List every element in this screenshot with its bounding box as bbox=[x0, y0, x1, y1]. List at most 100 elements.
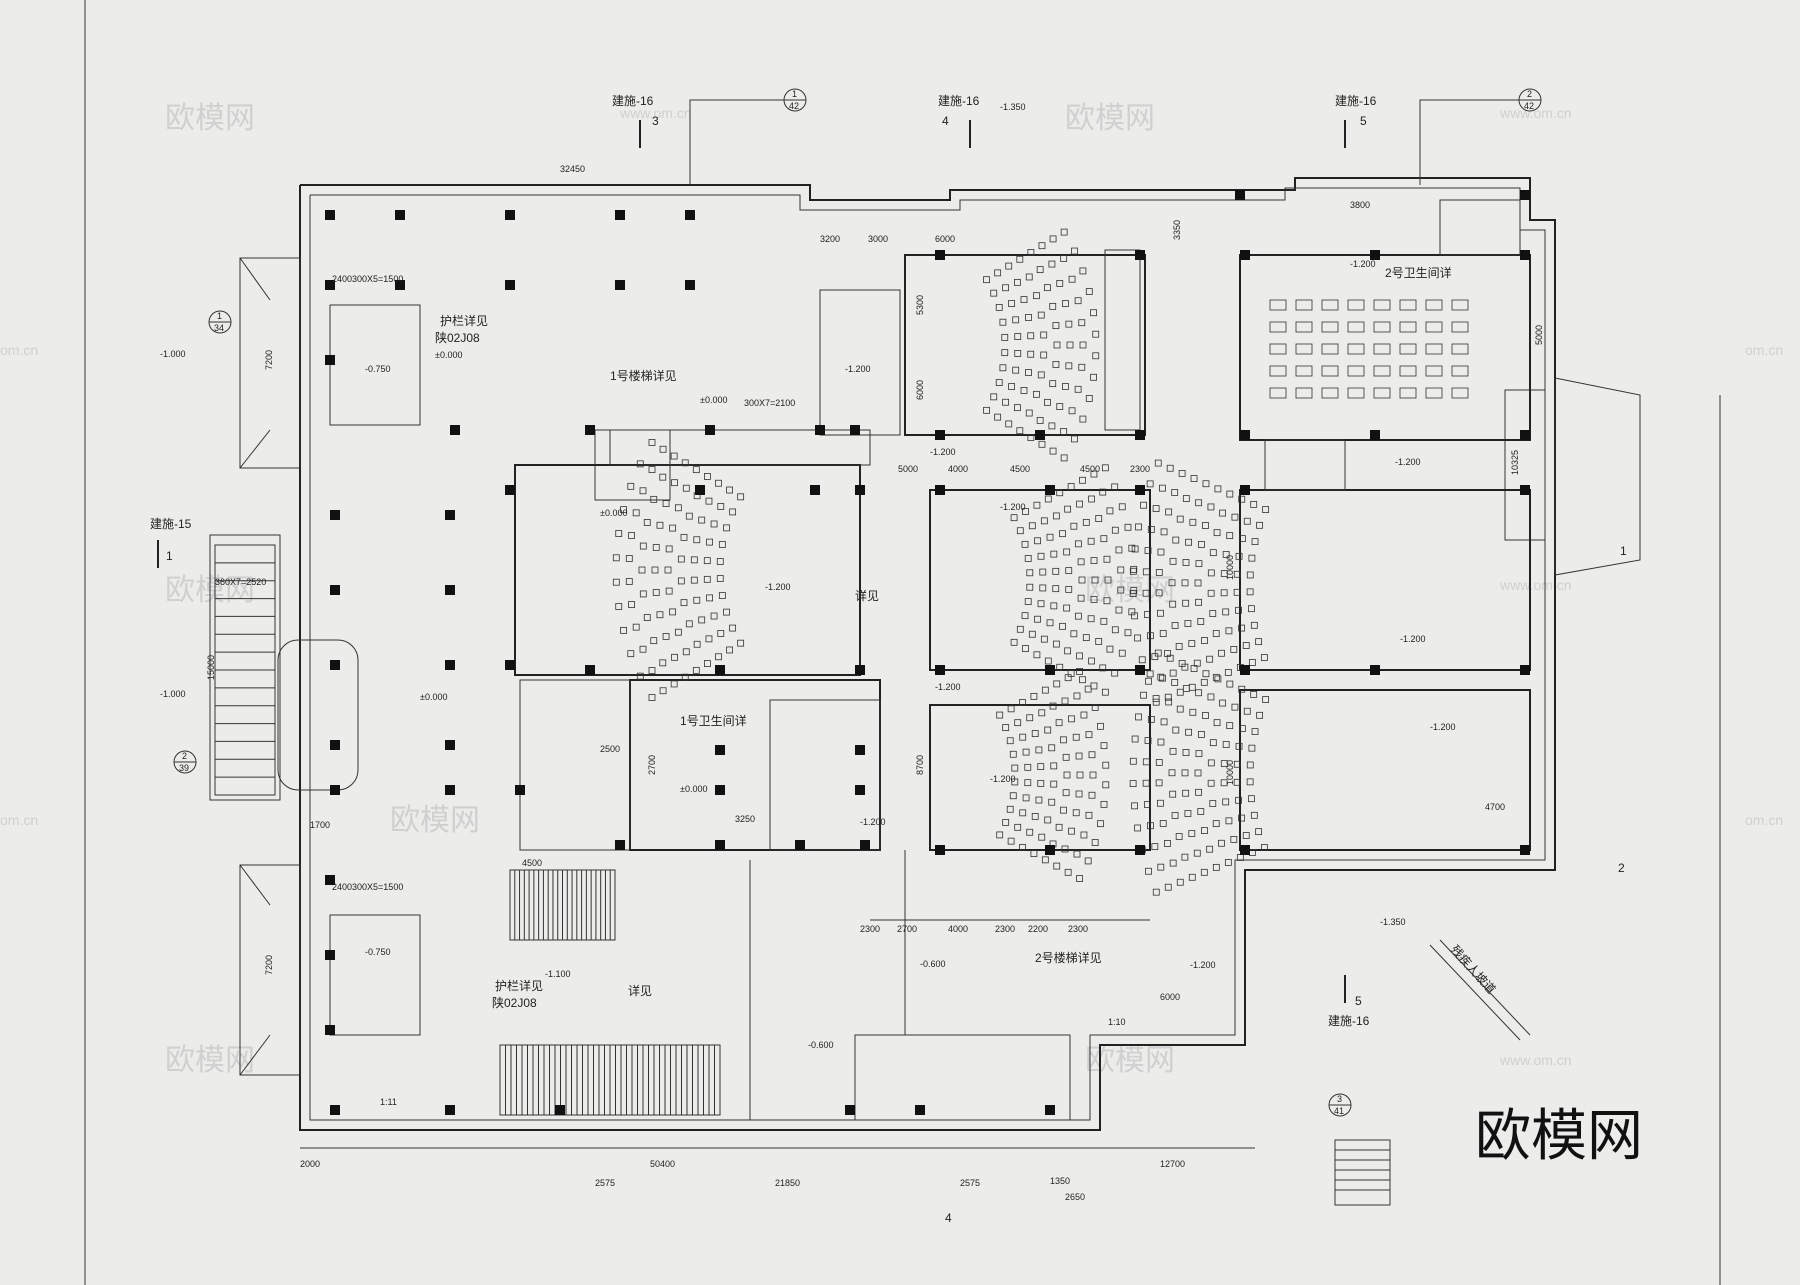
structural-column bbox=[855, 785, 865, 795]
escalator-north bbox=[509, 869, 616, 941]
auditorium-seat bbox=[1248, 795, 1255, 803]
structural-column bbox=[1135, 845, 1145, 855]
classroom-desk bbox=[1295, 365, 1313, 377]
dimension-text: 1:10 bbox=[1108, 1017, 1126, 1027]
auditorium-seat bbox=[1037, 311, 1045, 319]
auditorium-seat bbox=[1040, 517, 1048, 525]
structural-column bbox=[325, 210, 335, 220]
auditorium-seat bbox=[1225, 817, 1233, 825]
auditorium-seat bbox=[1053, 680, 1061, 688]
auditorium-seat bbox=[664, 566, 672, 574]
auditorium-seat bbox=[1070, 522, 1078, 530]
structural-column bbox=[1240, 845, 1250, 855]
auditorium-seat bbox=[1025, 273, 1033, 281]
auditorium-seat bbox=[1100, 617, 1108, 625]
auditorium-seat bbox=[1159, 674, 1166, 682]
auditorium-seat bbox=[1235, 742, 1243, 750]
auditorium-seat bbox=[994, 269, 1002, 277]
auditorium-seat bbox=[685, 512, 693, 520]
dimension-text: 2300 bbox=[995, 924, 1015, 934]
auditorium-seat bbox=[682, 484, 690, 492]
auditorium-seat bbox=[1212, 863, 1220, 871]
svg-text:39: 39 bbox=[179, 763, 189, 773]
dimension-text: 32450 bbox=[560, 164, 585, 174]
auditorium-seat bbox=[1194, 579, 1202, 587]
auditorium-seat bbox=[1154, 459, 1162, 467]
detail-ref-2-39: 239 bbox=[173, 750, 197, 774]
auditorium-seat bbox=[1176, 688, 1184, 696]
dimension-text: 6000 bbox=[1160, 992, 1180, 1002]
structural-column bbox=[1235, 190, 1245, 200]
auditorium-seat bbox=[1188, 640, 1196, 647]
auditorium-seat bbox=[1146, 480, 1154, 488]
auditorium-seat bbox=[1169, 557, 1177, 565]
structural-column bbox=[325, 950, 335, 960]
auditorium-seat bbox=[717, 503, 725, 510]
structural-column bbox=[445, 785, 455, 795]
auditorium-seat bbox=[1251, 728, 1259, 735]
auditorium-seat bbox=[1207, 693, 1215, 701]
auditorium-seat bbox=[1022, 645, 1029, 652]
auditorium-seat bbox=[612, 578, 620, 586]
auditorium-seat bbox=[1077, 594, 1085, 602]
auditorium-seat bbox=[1030, 692, 1038, 700]
auditorium-seat bbox=[1006, 805, 1014, 813]
auditorium-seat bbox=[1026, 583, 1034, 591]
level-mark: -1.200 bbox=[1000, 502, 1026, 512]
auditorium-seat bbox=[1065, 567, 1073, 575]
auditorium-seat bbox=[662, 500, 670, 507]
auditorium-seat bbox=[1176, 878, 1184, 886]
structural-column bbox=[325, 280, 335, 290]
structural-column bbox=[935, 485, 945, 495]
auditorium-seat bbox=[983, 406, 990, 414]
auditorium-seat bbox=[1021, 540, 1029, 548]
dimension-text: 2575 bbox=[595, 1178, 615, 1188]
svg-text:1: 1 bbox=[217, 311, 222, 321]
svg-text:建施-16: 建施-16 bbox=[612, 94, 654, 108]
auditorium-seat bbox=[693, 536, 701, 544]
auditorium-seat bbox=[718, 541, 726, 548]
auditorium-seat bbox=[1135, 713, 1142, 721]
auditorium-seat bbox=[1074, 540, 1082, 548]
auditorium-seat bbox=[615, 530, 623, 537]
auditorium-seat bbox=[1224, 859, 1232, 866]
auditorium-seat bbox=[1226, 490, 1234, 498]
auditorium-seat bbox=[1087, 537, 1095, 545]
auditorium-seat bbox=[1037, 600, 1045, 608]
auditorium-seat bbox=[1255, 638, 1263, 646]
auditorium-seat bbox=[1079, 676, 1086, 684]
level-mark: ±0.000 bbox=[600, 508, 627, 518]
auditorium-seat bbox=[1104, 576, 1112, 584]
auditorium-seat bbox=[1082, 518, 1090, 526]
auditorium-seat bbox=[1147, 526, 1155, 533]
auditorium-seat bbox=[670, 452, 678, 460]
auditorium-seat bbox=[1164, 883, 1172, 891]
auditorium-seat bbox=[729, 624, 737, 632]
auditorium-seat bbox=[1218, 839, 1225, 847]
auditorium-seat bbox=[632, 509, 640, 517]
auditorium-seat bbox=[1079, 476, 1086, 484]
auditorium-seat bbox=[627, 650, 635, 658]
auditorium-seat bbox=[615, 603, 623, 610]
auditorium-seat bbox=[1092, 352, 1100, 360]
classroom-desk bbox=[1451, 343, 1469, 355]
auditorium-seat bbox=[1002, 724, 1010, 732]
auditorium-seat bbox=[1056, 280, 1064, 287]
auditorium-seat bbox=[1022, 508, 1029, 515]
auditorium-seat bbox=[1172, 726, 1180, 734]
auditorium-seat bbox=[1007, 837, 1015, 845]
level-mark: -1.200 bbox=[1350, 259, 1376, 269]
auditorium-seat bbox=[1260, 654, 1268, 661]
auditorium-seat bbox=[1002, 398, 1009, 406]
auditorium-seat bbox=[674, 628, 682, 636]
auditorium-seat bbox=[1092, 330, 1100, 338]
auditorium-seat bbox=[639, 542, 647, 550]
auditorium-seat bbox=[1033, 501, 1041, 509]
auditorium-seat bbox=[1185, 538, 1193, 546]
auditorium-seat bbox=[1166, 654, 1174, 662]
level-mark: -1.000 bbox=[160, 689, 186, 699]
watermark-url: om.cn bbox=[0, 342, 38, 358]
auditorium-seat bbox=[1006, 737, 1014, 745]
auditorium-seat bbox=[1142, 568, 1150, 576]
auditorium-seat bbox=[1154, 649, 1162, 657]
